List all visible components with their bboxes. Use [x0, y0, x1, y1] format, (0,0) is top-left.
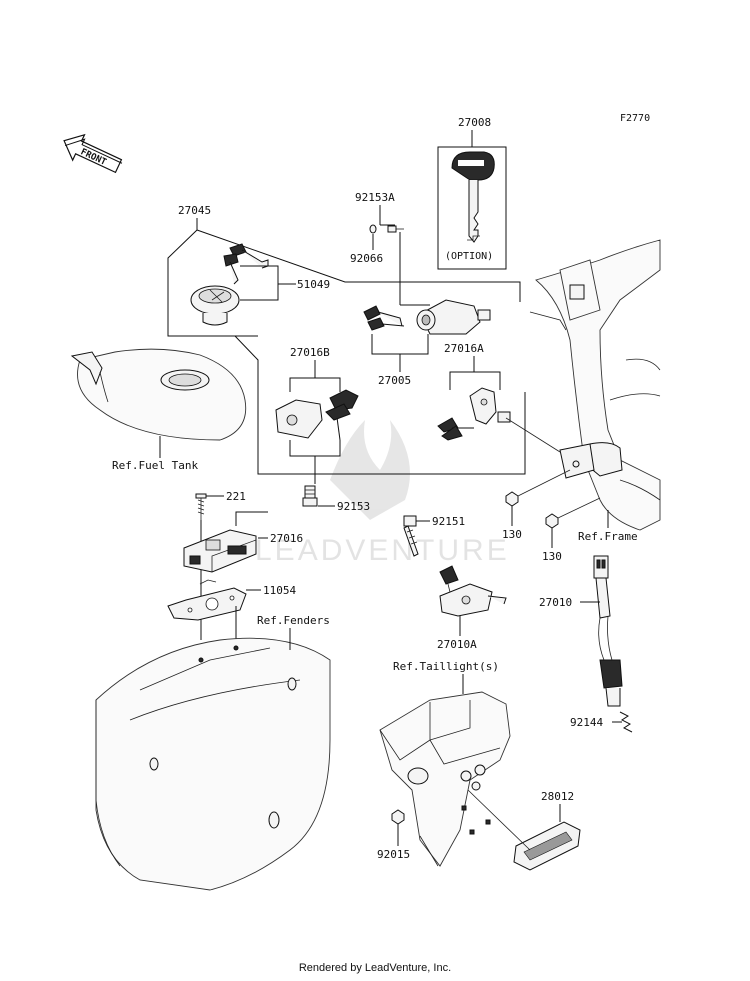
option-label: (OPTION) [445, 251, 493, 262]
ref-fenders[interactable]: Ref.Fenders [257, 614, 330, 627]
lock-27016b-icon [275, 389, 359, 441]
label-27010a[interactable]: 27010A [437, 638, 477, 651]
ignition-switch-icon [416, 299, 491, 335]
keys-51049-icon [223, 243, 269, 285]
label-27045[interactable]: 27045 [178, 204, 211, 217]
fuel-tank-drawing [70, 348, 247, 441]
spring-92144-icon [619, 711, 633, 733]
label-92144[interactable]: 92144 [570, 716, 603, 729]
ref-fuel-tank[interactable]: Ref.Fuel Tank [112, 459, 198, 472]
label-27008[interactable]: 27008 [458, 116, 491, 129]
option-key-icon [451, 151, 495, 243]
washer-92066-icon [369, 224, 377, 234]
label-92153a[interactable]: 92153A [355, 191, 395, 204]
fender-drawing [95, 637, 331, 891]
front-arrow-icon: FRONT [63, 133, 123, 174]
watermark-text: LEADVENTURE [255, 534, 510, 567]
ref-taillight[interactable]: Ref.Taillight(s) [393, 660, 499, 673]
nut-130b-icon [545, 513, 559, 529]
label-27016[interactable]: 27016 [270, 532, 303, 545]
fuel-cap-icon [190, 285, 240, 326]
label-92015[interactable]: 92015 [377, 848, 410, 861]
screw-221-icon [195, 493, 207, 520]
label-130-a[interactable]: 130 [502, 528, 522, 541]
bolt-92151-icon [403, 515, 419, 557]
footer-credit: Rendered by LeadVenture, Inc. [298, 962, 452, 974]
label-27005[interactable]: 27005 [378, 374, 411, 387]
label-27016a[interactable]: 27016A [444, 342, 484, 355]
taillight-bracket-drawing [379, 691, 511, 867]
label-51049[interactable]: 51049 [297, 278, 330, 291]
label-28012[interactable]: 28012 [541, 790, 574, 803]
bracket-11054-icon [167, 579, 247, 621]
lock-27016-icon [183, 529, 257, 573]
leadventure-watermark: LEADVENTURE [255, 420, 510, 567]
label-11054[interactable]: 11054 [263, 584, 296, 597]
label-92151[interactable]: 92151 [432, 515, 465, 528]
keys-27005-icon [363, 305, 405, 331]
label-221[interactable]: 221 [226, 490, 246, 503]
switch-27010-icon [593, 555, 623, 707]
nut-130a-icon [505, 491, 519, 507]
label-27010[interactable]: 27010 [539, 596, 572, 609]
nut-92015-icon [391, 809, 405, 825]
lock-27016a-icon [437, 387, 511, 441]
ref-frame[interactable]: Ref.Frame [578, 530, 638, 543]
label-27016b[interactable]: 27016B [290, 346, 330, 359]
label-92066[interactable]: 92066 [350, 252, 383, 265]
frame-drawing [529, 239, 661, 531]
bolt-92153-icon [302, 485, 318, 507]
screw-92153a-icon [387, 225, 404, 233]
label-130-b[interactable]: 130 [542, 550, 562, 563]
switch-27010a-icon [439, 565, 507, 617]
figure-code: F2770 [620, 113, 650, 124]
reflector-28012-icon [513, 821, 581, 871]
label-92153[interactable]: 92153 [337, 500, 370, 513]
